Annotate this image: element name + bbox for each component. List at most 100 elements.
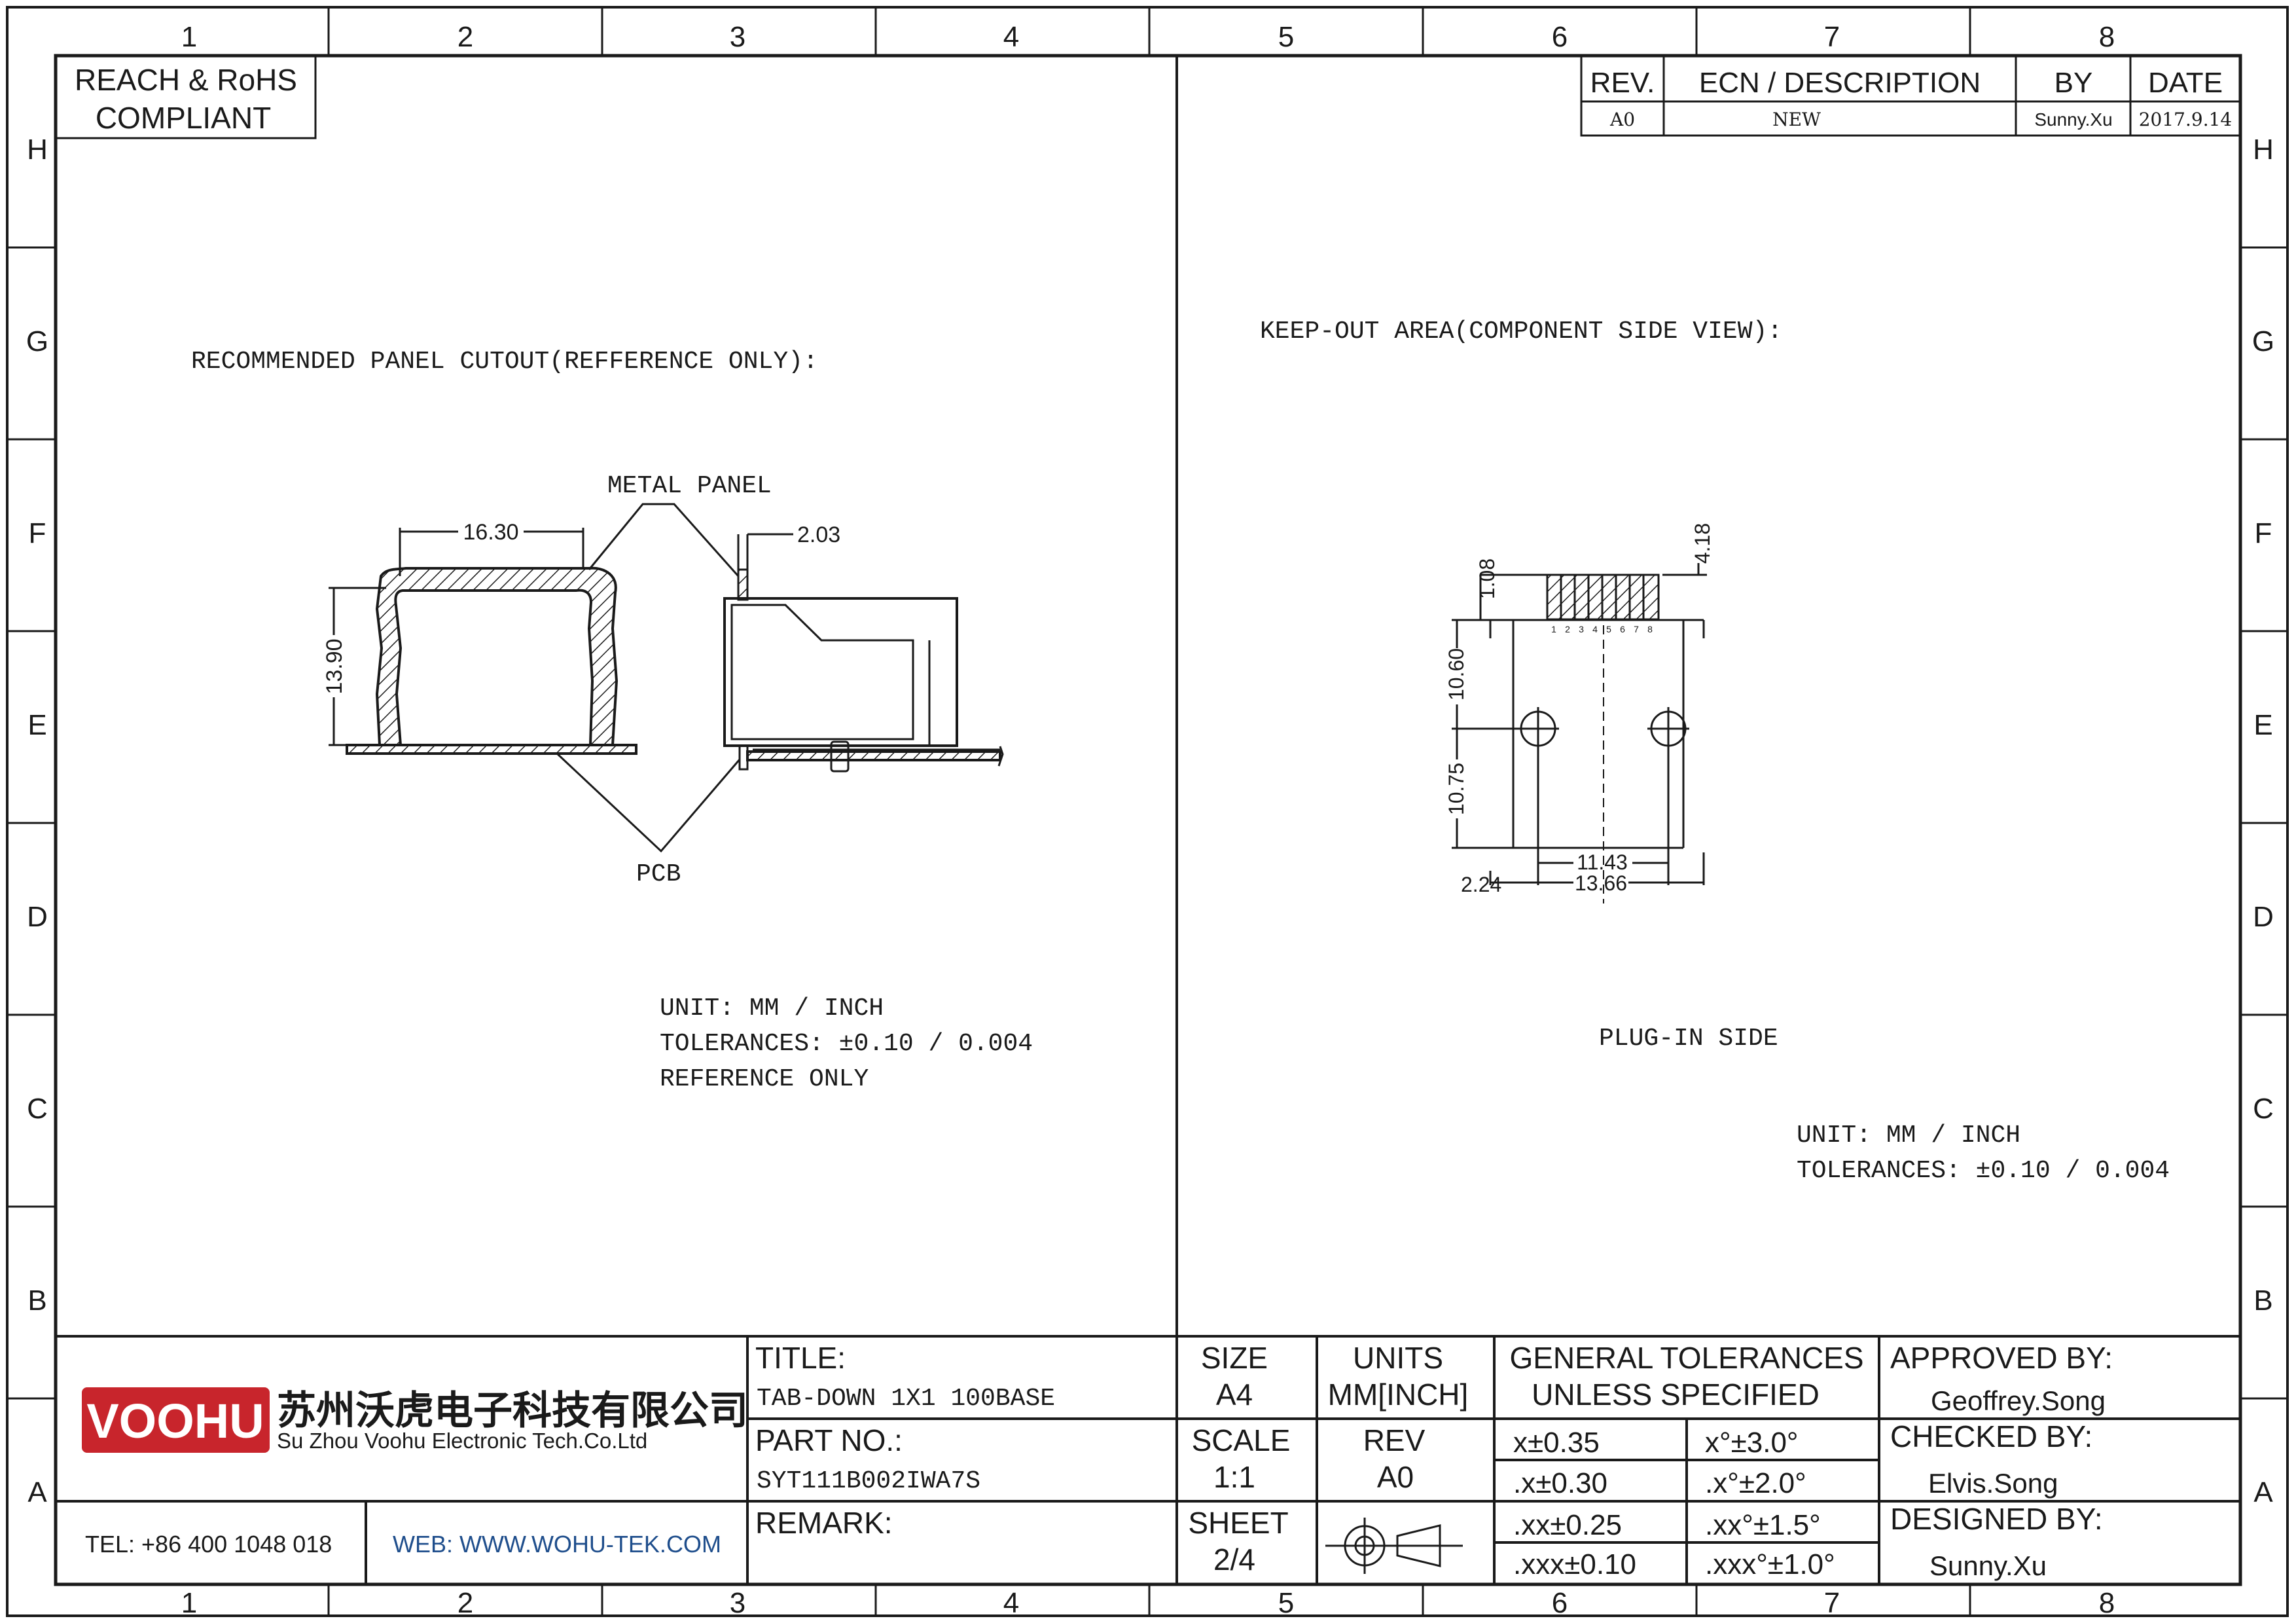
scale-value: 1:1	[1213, 1460, 1255, 1494]
col-label-top-5: 5	[1278, 21, 1294, 53]
col-label-top-4: 4	[1003, 21, 1019, 53]
row-label-right-A: A	[2253, 1476, 2273, 1508]
size-label: SIZE	[1201, 1341, 1268, 1375]
dim-11-43-label: 11.43	[1577, 850, 1628, 874]
dim-16-30	[399, 528, 584, 576]
left-note-tolerance: TOLERANCES: ±0.10 / 0.004	[660, 1030, 1033, 1058]
date-header: DATE	[2148, 67, 2223, 99]
company-name-cn: 苏州沃虎电子科技有限公司	[277, 1389, 748, 1432]
tolerance-linear-0: x±0.35	[1513, 1427, 1600, 1459]
checked-by-label: CHECKED BY:	[1890, 1419, 2092, 1453]
panel-cutout-section	[346, 566, 637, 755]
pin-number-8: 8	[1647, 624, 1653, 634]
tolerance-linear-2: .xx±0.25	[1513, 1509, 1622, 1541]
pin-number-4: 4	[1592, 624, 1598, 634]
scale-label: SCALE	[1192, 1423, 1291, 1457]
connector-section	[723, 568, 1000, 773]
designed-by-value: Sunny.Xu	[1929, 1550, 2047, 1581]
sheet-frame	[6, 6, 2289, 1617]
col-label-bottom-3: 3	[730, 1587, 745, 1619]
pin-numbers: 1 2 3 4 5 6 7 8	[1551, 624, 1653, 634]
tolerance-linear-3: .xxx±0.10	[1513, 1548, 1636, 1580]
col-label-bottom-2: 2	[457, 1587, 473, 1619]
tolerance-angular-3: .xxx°±1.0°	[1705, 1548, 1835, 1580]
tolerance-angular-0: x°±3.0°	[1705, 1427, 1799, 1459]
left-view: RECOMMENDED PANEL CUTOUT(REFFERENCE ONLY…	[191, 348, 1033, 1093]
zone-ticks	[7, 7, 2287, 1616]
ecn-header: ECN / DESCRIPTION	[1699, 67, 1981, 99]
row-label-right-F: F	[2255, 517, 2272, 549]
row-label-right-D: D	[2253, 901, 2274, 933]
col-label-bottom-7: 7	[1824, 1587, 1840, 1619]
pin-number-1: 1	[1551, 624, 1556, 634]
dim-4-18-label: 4.18	[1691, 523, 1714, 564]
projection-symbol-icon	[1325, 1518, 1463, 1574]
right-view-heading: KEEP-OUT AREA(COMPONENT SIDE VIEW):	[1260, 318, 1782, 346]
zone-labels: 1 2 3 4 5 6 7 8 1 2 3 4 5 6 7 8 H G F E …	[26, 21, 2274, 1619]
dim-10-75-label: 10.75	[1444, 763, 1468, 815]
left-note-reference: REFERENCE ONLY	[660, 1065, 869, 1093]
part-no-value: SYT111B002IWA7S	[757, 1467, 980, 1495]
approved-by-label: APPROVED BY:	[1890, 1341, 2113, 1375]
title-value: TAB-DOWN 1X1 100BASE	[757, 1385, 1055, 1413]
voohu-logo-text: VOOHU	[86, 1394, 264, 1448]
units-label: UNITS	[1353, 1341, 1443, 1375]
title-label: TITLE:	[755, 1341, 846, 1375]
left-note-unit: UNIT: MM / INCH	[660, 994, 884, 1023]
pin-number-3: 3	[1579, 624, 1584, 634]
by-header: BY	[2054, 67, 2093, 99]
row-label-left-A: A	[27, 1476, 47, 1508]
pcb-hatched-left	[346, 744, 637, 755]
pcb-hatched-right	[746, 750, 1001, 761]
voohu-logo	[82, 1387, 270, 1453]
by-value: Sunny.Xu	[2034, 109, 2112, 130]
tolerance-angular-2: .xx°±1.5°	[1705, 1509, 1821, 1541]
pin-number-2: 2	[1565, 624, 1570, 634]
col-label-top-2: 2	[457, 21, 473, 53]
company-name-en: Su Zhou Voohu Electronic Tech.Co.Ltd	[277, 1429, 647, 1453]
sheet-value: 2/4	[1213, 1542, 1255, 1577]
dim-2-24-label: 2.24	[1461, 873, 1501, 896]
col-label-bottom-6: 6	[1552, 1587, 1568, 1619]
dim-1-08-label: 1.08	[1475, 558, 1499, 599]
title-block: VOOHU 苏州沃虎电子科技有限公司 Su Zhou Voohu Electro…	[56, 1335, 2240, 1584]
dim-10-60-label: 10.60	[1444, 648, 1468, 701]
col-label-top-7: 7	[1824, 21, 1840, 53]
checked-by-value: Elvis.Song	[1928, 1468, 2058, 1499]
row-label-left-F: F	[29, 517, 46, 549]
compliance-line-1: REACH & RoHS	[75, 63, 297, 97]
col-label-top-8: 8	[2099, 21, 2115, 53]
row-label-left-G: G	[26, 325, 48, 357]
leader-lines	[555, 503, 741, 853]
revision-table: REV. ECN / DESCRIPTION BY DATE A0 NEW Su…	[1580, 54, 2242, 137]
right-note-tolerance: TOLERANCES: ±0.10 / 0.004	[1797, 1157, 2170, 1185]
compliance-box: REACH & RoHS COMPLIANT	[54, 54, 317, 139]
row-label-right-B: B	[2253, 1285, 2272, 1317]
rev-value: A0	[1609, 109, 1635, 130]
col-label-bottom-5: 5	[1278, 1587, 1294, 1619]
dim-2-03-label: 2.03	[797, 522, 840, 547]
size-value: A4	[1216, 1377, 1253, 1412]
web-link[interactable]: WEB: WWW.WOHU-TEK.COM	[393, 1531, 721, 1558]
ecn-value: NEW	[1772, 109, 1821, 130]
pin-number-6: 6	[1620, 624, 1625, 634]
plug-in-side-label: PLUG-IN SIDE	[1599, 1025, 1778, 1053]
dim-13-90	[329, 587, 386, 746]
row-label-right-E: E	[2253, 709, 2272, 741]
tolerance-angular-1: .x°±2.0°	[1705, 1467, 1806, 1499]
tel-text: TEL: +86 400 1048 018	[85, 1531, 332, 1558]
right-dims	[1452, 563, 1707, 885]
dim-16-30-label: 16.30	[463, 520, 518, 545]
compliance-line-2: COMPLIANT	[96, 101, 271, 135]
col-label-top-6: 6	[1552, 21, 1568, 53]
rev-value-block: A0	[1377, 1460, 1414, 1494]
pcb-label: PCB	[636, 860, 681, 888]
dim-13-66-label: 13.66	[1575, 871, 1627, 895]
row-label-left-B: B	[27, 1285, 46, 1317]
rev-label: REV	[1363, 1423, 1426, 1457]
tolerance-title-2: UNLESS SPECIFIED	[1532, 1377, 1820, 1412]
part-no-label: PART NO.:	[755, 1423, 903, 1457]
metal-panel-hatched	[375, 566, 619, 746]
col-label-top-1: 1	[181, 21, 197, 53]
remark-label: REMARK:	[755, 1506, 893, 1540]
